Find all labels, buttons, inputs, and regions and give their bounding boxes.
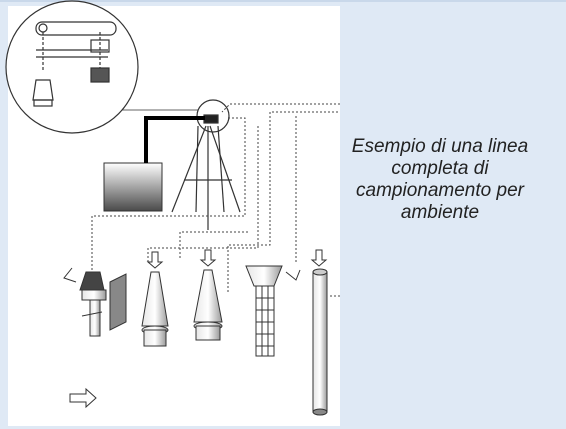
sampler-1-icon bbox=[63, 267, 127, 337]
caption-line-2: completa di bbox=[391, 158, 489, 179]
sampler-2-icon bbox=[141, 251, 169, 347]
caption-line-1: Esempio di una linea bbox=[351, 136, 529, 157]
collector-sampler-icon bbox=[245, 265, 301, 357]
pump-box-icon bbox=[103, 162, 163, 212]
sampling-lines bbox=[91, 103, 340, 297]
caption: Esempio di una linea completa di campion… bbox=[340, 136, 540, 224]
tall-tube-sampler-icon bbox=[310, 249, 328, 416]
top-rule bbox=[0, 0, 566, 2]
main-pipe bbox=[144, 116, 205, 163]
caption-line-3: campionamento per bbox=[356, 180, 524, 201]
flow-arrow-icon bbox=[69, 387, 97, 409]
sampler-3-icon bbox=[193, 249, 223, 341]
caption-line-4: ambiente bbox=[400, 202, 480, 223]
tripod-stand-icon bbox=[171, 125, 241, 230]
detail-magnifier-icon bbox=[5, 0, 200, 134]
